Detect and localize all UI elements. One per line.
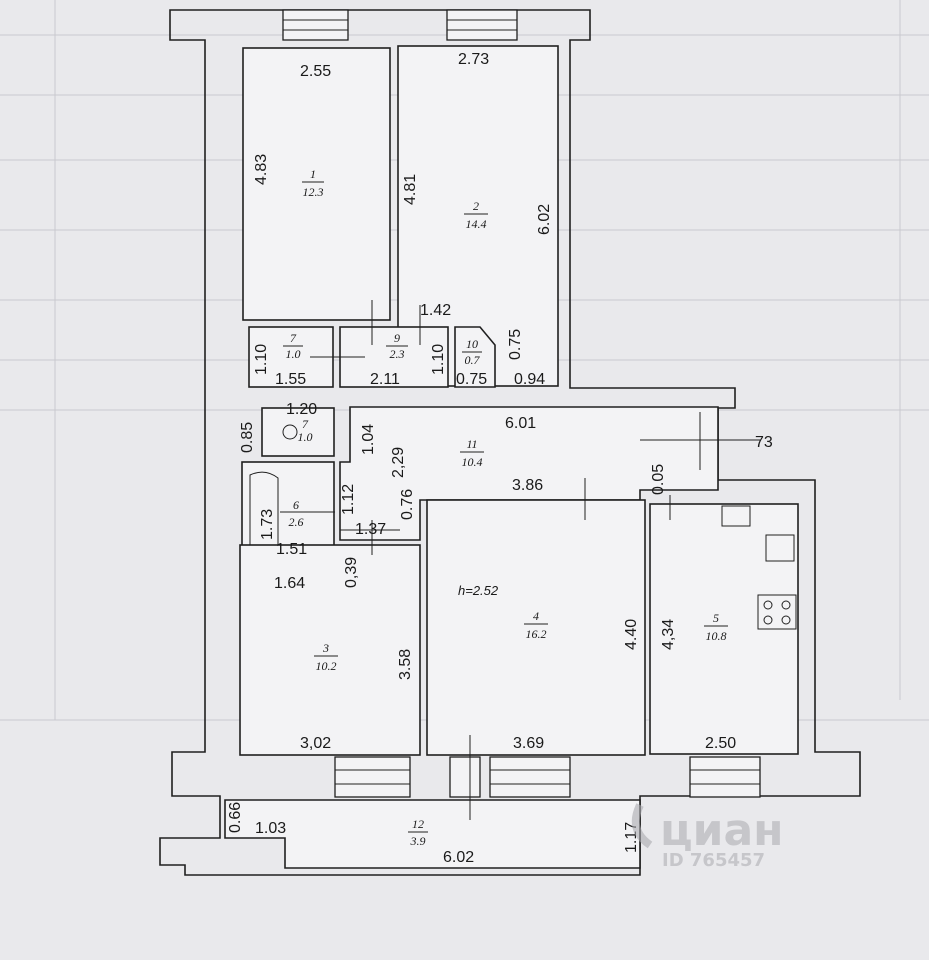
dim-r9-width: 2.11 — [370, 371, 400, 388]
dim-r11-small-a: 1.04 — [360, 424, 377, 455]
outer-wall — [159, 9, 861, 876]
dim-r5-width: 2.50 — [705, 735, 736, 752]
dim-r11-gap: 0.05 — [650, 464, 667, 495]
dim-r11-small-b: 2,29 — [390, 447, 407, 478]
dim-r4-width: 3.69 — [513, 735, 544, 752]
door-marks — [280, 300, 760, 820]
room-4 — [426, 499, 646, 756]
room-8-area: 1.0 — [286, 347, 301, 361]
room-1-area: 12.3 — [303, 185, 324, 199]
dim-r5-height: 4,34 — [660, 619, 677, 650]
toilet-icon — [282, 424, 298, 440]
room-2-number: 2 — [473, 199, 479, 213]
room-7 — [261, 407, 335, 457]
dim-r8-height: 1.10 — [253, 344, 270, 375]
dim-r3-side: 0,39 — [343, 557, 360, 588]
dim-r6-door-a: 1.12 — [340, 484, 357, 515]
kitchen-sink-icon — [765, 534, 795, 562]
room-11 — [339, 406, 719, 541]
dim-r11-width: 6.01 — [505, 415, 536, 432]
room-8-number: 7 — [290, 331, 297, 345]
dim-r9-height: 1.10 — [430, 344, 447, 375]
dim-r6-height: 1.73 — [259, 509, 276, 540]
dim-r2-height-left: 4.81 — [402, 174, 419, 205]
dim-r10-side: 0.94 — [514, 371, 545, 388]
dim-r6-door-b: 1.37 — [355, 521, 386, 538]
room-7-number: 7 — [302, 417, 309, 431]
room-11-number: 11 — [466, 437, 477, 451]
room-5-area: 10.8 — [706, 629, 727, 643]
sink-icon — [721, 505, 751, 527]
dim-r1-width: 2.55 — [300, 63, 331, 80]
room-10 — [454, 326, 496, 388]
watermark-id: ID 765457 — [662, 850, 765, 871]
windows — [282, 9, 761, 798]
dim-r1-height: 4.83 — [253, 154, 270, 185]
dim-r3-width: 3,02 — [300, 735, 331, 752]
room-3 — [239, 544, 421, 756]
bathtub-icon — [249, 471, 279, 551]
dim-r12-width: 6.02 — [443, 849, 474, 866]
room-12 — [224, 799, 641, 869]
watermark: циан ID 765457 — [631, 803, 784, 871]
room-10-number: 10 — [466, 337, 478, 351]
room-5-number: 5 — [713, 611, 719, 625]
dim-r4-height-label: h=2.52 — [458, 583, 499, 598]
room-7-area: 1.0 — [298, 430, 313, 444]
dim-r12-b: 1.03 — [255, 820, 286, 837]
room-4-number: 4 — [533, 609, 539, 623]
room-1-number: 1 — [310, 167, 316, 181]
stove-icon — [757, 594, 797, 630]
dim-r4-height: 4.40 — [623, 619, 640, 650]
room-3-number: 3 — [322, 641, 329, 655]
dim-r8-width: 1.55 — [275, 371, 306, 388]
dim-r12-a: 0.66 — [227, 802, 244, 833]
dim-r9-top: 1.42 — [420, 302, 451, 319]
room-9-number: 9 — [394, 331, 400, 345]
dim-r3-top: 1.64 — [274, 575, 305, 592]
room-4-area: 16.2 — [526, 627, 547, 641]
room-2-area: 14.4 — [466, 217, 487, 231]
watermark-logo-icon — [631, 803, 653, 849]
room-3-area: 10.2 — [316, 659, 337, 673]
room-6-area: 2.6 — [289, 515, 304, 529]
dim-r2-width: 2.73 — [458, 51, 489, 68]
room-11-area: 10.4 — [462, 455, 483, 469]
room-10-area: 0.7 — [465, 353, 481, 367]
dim-r11-side: 73 — [755, 434, 773, 451]
dim-r2-height-right: 6.02 — [536, 204, 553, 235]
room-12-area: 3.9 — [410, 834, 426, 848]
dim-r7-height: 0.85 — [239, 422, 256, 453]
room-9-area: 2.3 — [390, 347, 405, 361]
room-1 — [242, 47, 391, 321]
dim-r6-door-c: 0.76 — [399, 489, 416, 520]
dim-r10-height: 0.75 — [507, 329, 524, 360]
dim-r11-low: 3.86 — [512, 477, 543, 494]
dim-r3-height: 3.58 — [397, 649, 414, 680]
room-12-number: 12 — [412, 817, 424, 831]
room-6-number: 6 — [293, 498, 299, 512]
watermark-brand: циан — [660, 805, 784, 856]
dim-r7-width: 1.20 — [286, 401, 317, 418]
dim-r10-width: 0.75 — [456, 371, 487, 388]
dim-r6-width: 1.51 — [276, 541, 307, 558]
